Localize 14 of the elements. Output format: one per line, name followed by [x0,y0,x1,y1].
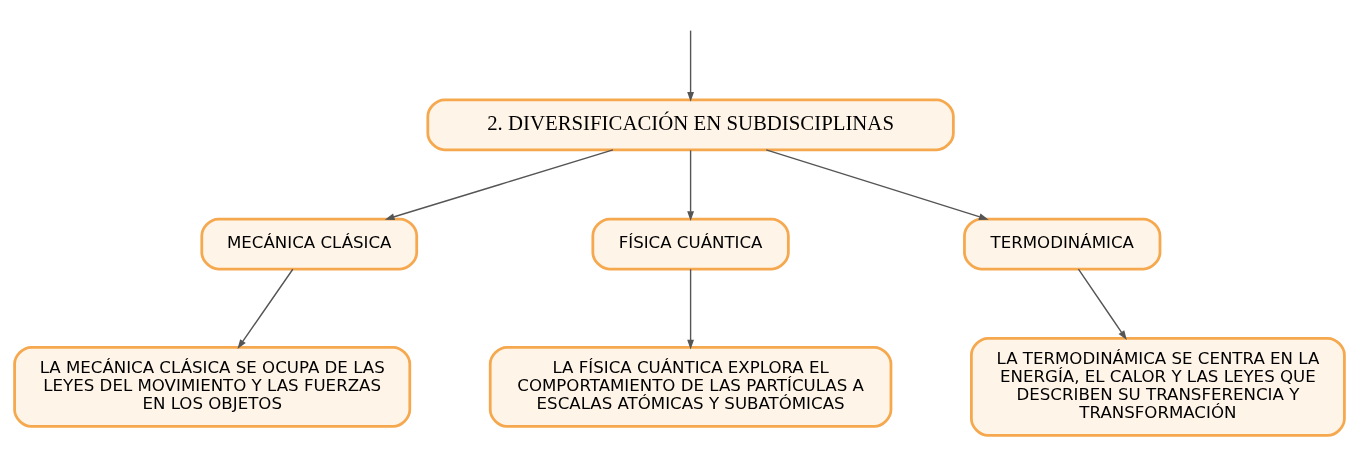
node-box: TERMODINÁMICA [963,217,1162,270]
arrow [687,268,694,349]
node-box: MECÁNICA CLÁSICA [200,217,419,270]
arrow [237,268,294,349]
arrow [687,149,694,221]
arrow [687,29,694,102]
arrow [765,148,989,220]
node-box: LA MECÁNICA CLÁSICA SE OCUPA DE LAS LEYES DEL MOVIMIENTO Y LAS FUERZAS EN LOS OBJETOS [13,345,412,428]
node-box: 2. DIVERSIFICACIÓN EN SUBDISCIPLINAS [426,98,955,151]
node-box: LA TERMODINÁMICA SE CENTRA EN LA ENERGÍA, EL CALOR Y LAS LEYES QUE DESCRIBEN SU TRANSFERENCIA Y TRANSFORMACIÓN [970,336,1346,437]
node-box: FÍSICA CUÁNTICA [591,217,790,270]
arrow [1077,268,1127,340]
arrow [384,148,614,220]
node-box: LA FÍSICA CUÁNTICA EXPLORA EL COMPORTAMIENTO DE LAS PARTÍCULAS A ESCALAS ATÓMICAS Y SUBATÓMICAS [488,345,893,428]
